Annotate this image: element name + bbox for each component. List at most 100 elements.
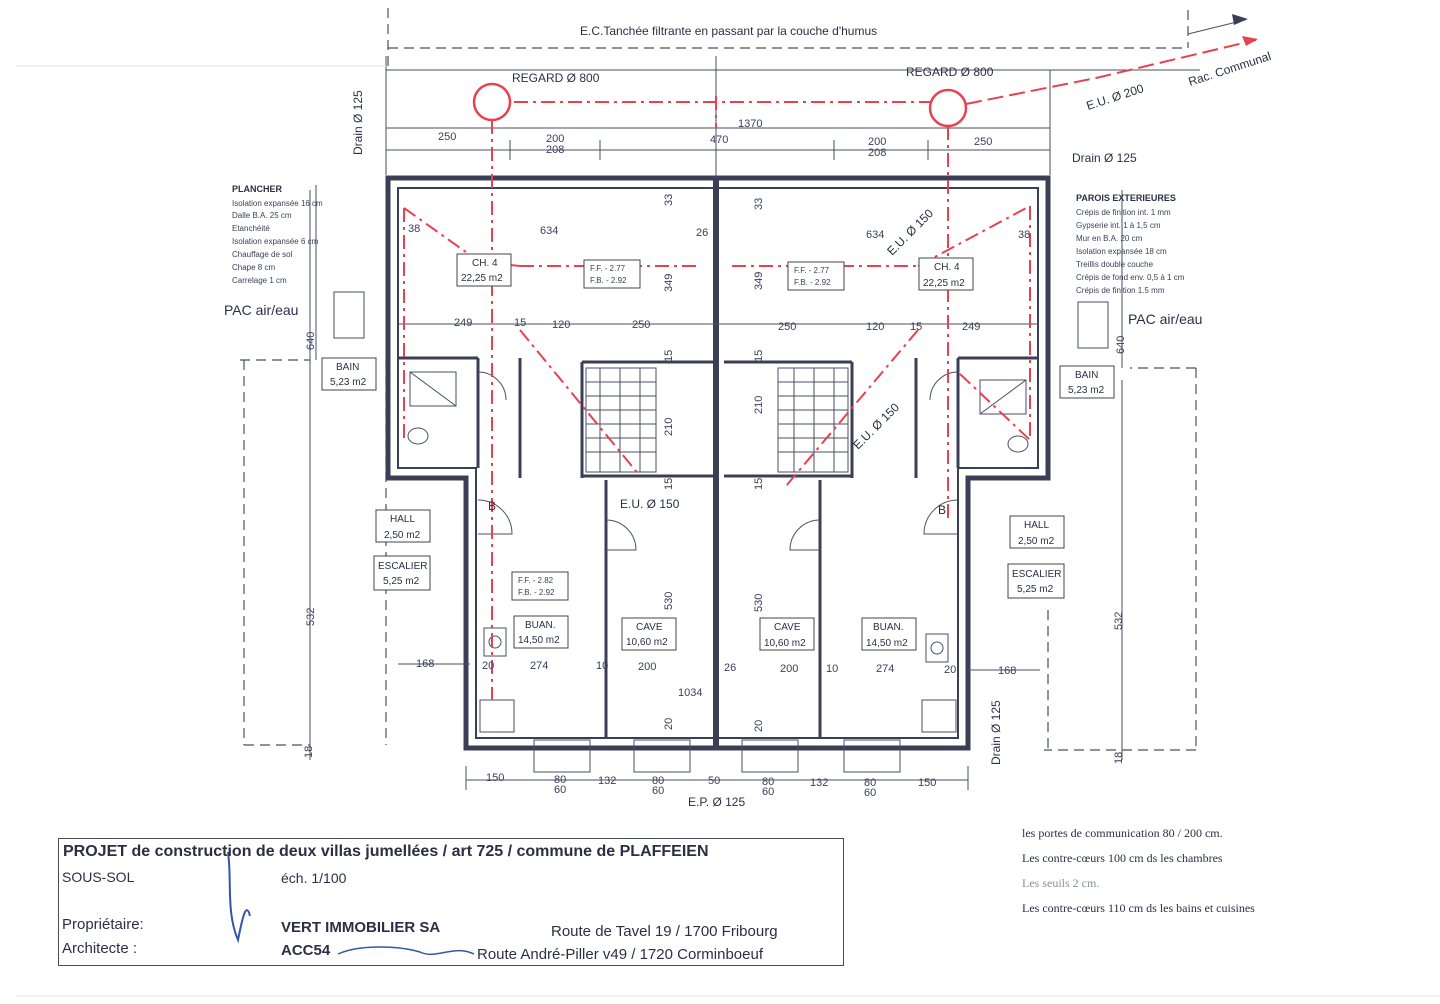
note-line: Les contre-cœurs 100 cm ds les chambres	[1022, 851, 1223, 865]
dim: 250	[438, 131, 456, 143]
floor-level: F.F. - 2.77	[590, 264, 626, 273]
site-frame	[16, 8, 1440, 997]
dim: 80	[864, 777, 876, 789]
note-line: les portes de communication 80 / 200 cm.	[1022, 826, 1223, 840]
room-name: BUAN.	[525, 620, 556, 631]
dim: 80	[652, 775, 664, 787]
manhole-right-label: REGARD Ø 800	[906, 65, 994, 79]
dim: 250	[778, 321, 796, 333]
dim: 15	[663, 478, 675, 490]
drain-left-label: Drain Ø 125	[351, 90, 365, 155]
mark-b: B	[488, 499, 496, 513]
parois-title: PAROIS EXTERIEURES	[1076, 193, 1176, 203]
note-line: Les contre-cœurs 110 cm ds les bains et …	[1022, 901, 1255, 915]
plancher-line: Chauffage de sol	[232, 250, 293, 259]
sewer-main-label: E.U. Ø 200	[1085, 81, 1146, 113]
dim: 532	[1113, 612, 1125, 630]
dim: 80	[762, 776, 774, 788]
dim: 249	[962, 321, 980, 333]
drain-right-top-label: Drain Ø 125	[1072, 151, 1137, 165]
owner-label: Propriétaire:	[62, 916, 144, 933]
note-line: Les seuils 2 cm.	[1022, 876, 1100, 890]
room-area: 14,50 m2	[518, 635, 560, 646]
dim: 200	[868, 136, 886, 148]
communal-connection-label: Rac. Communal	[1187, 49, 1273, 89]
dim: 634	[540, 225, 558, 237]
dim: 60	[762, 786, 774, 798]
dim: 80	[554, 774, 566, 786]
manhole-right-icon	[928, 88, 968, 128]
dim: 132	[810, 777, 828, 789]
room-name: BAIN	[1075, 370, 1098, 381]
dim: 200	[780, 663, 798, 675]
dim: 208	[868, 147, 886, 159]
dim: 38	[1018, 229, 1030, 241]
dim: 274	[530, 660, 548, 672]
dim: 15	[753, 350, 765, 362]
dim: 33	[753, 198, 765, 210]
room-name: CAVE	[636, 622, 663, 633]
owner-name: VERT IMMOBILIER SA	[281, 919, 441, 936]
dim: 532	[305, 608, 317, 626]
dim: 200	[546, 133, 564, 145]
architect-name: ACC54	[281, 942, 331, 959]
dim: 120	[552, 319, 570, 331]
room-name: BUAN.	[873, 622, 904, 633]
dim: 38	[408, 223, 420, 235]
room-name: CH. 4	[472, 258, 498, 269]
room-area: 2,50 m2	[1018, 536, 1055, 547]
dim: 210	[663, 418, 675, 436]
plancher-note: PLANCHER Isolation expansée 16 cm Dalle …	[232, 184, 323, 285]
manhole-left-icon	[472, 82, 512, 122]
dim: 18	[1113, 752, 1125, 764]
staircase-right	[777, 367, 849, 473]
room-area: 22,25 m2	[923, 278, 965, 289]
parois-line: Isolation expansée 18 cm	[1076, 247, 1167, 256]
dim: 132	[598, 775, 616, 787]
room-area: 14,50 m2	[866, 638, 908, 649]
dim: 250	[632, 319, 650, 331]
dim: 60	[554, 784, 566, 796]
plancher-line: Dalle B.A. 25 cm	[232, 211, 292, 220]
parois-line: Gypserie int. 1 à 1,5 cm	[1076, 221, 1161, 230]
building-walls	[333, 175, 1109, 773]
dim: 20	[482, 660, 494, 672]
dim: 640	[1115, 336, 1127, 354]
dim: 150	[486, 772, 504, 784]
dim: 1370	[738, 118, 762, 130]
dim: 250	[974, 136, 992, 148]
dim: 349	[663, 274, 675, 292]
dim: 60	[652, 785, 664, 797]
parois-line: Mur en B.A. 20 cm	[1076, 234, 1143, 243]
dim: 26	[696, 227, 708, 239]
project-title: PROJET de construction de deux villas ju…	[63, 843, 709, 860]
signature-mark	[337, 946, 475, 956]
dim: 15	[514, 317, 526, 329]
plancher-line: Etanchéité	[232, 224, 270, 233]
general-notes: les portes de communication 80 / 200 cm.…	[1022, 826, 1422, 926]
room-name: ESCALIER	[1012, 569, 1061, 580]
dim: 1034	[678, 687, 702, 699]
room-name: ESCALIER	[378, 561, 427, 572]
dim: 530	[663, 592, 675, 610]
pac-right-label: PAC air/eau	[1128, 311, 1202, 327]
floor-level: F.F. - 2.77	[794, 266, 830, 275]
room-name: CAVE	[774, 622, 801, 633]
staircase-left	[585, 367, 657, 473]
room-area: 22,25 m2	[461, 273, 503, 284]
dim: 640	[305, 332, 317, 350]
dim: 18	[303, 746, 315, 758]
dim: 120	[866, 321, 884, 333]
floor-level: F.B. - 2.92	[794, 278, 831, 287]
room-name: HALL	[390, 514, 415, 525]
room-area: 5,25 m2	[383, 576, 420, 587]
parois-line: Crépis de fond env. 0,5 à 1 cm	[1076, 273, 1185, 282]
parois-line: Treillis double couche	[1076, 260, 1154, 269]
title-block: PROJET de construction de deux villas ju…	[58, 838, 844, 966]
floor-level: F.B. - 2.92	[518, 588, 555, 597]
dim: 168	[416, 658, 434, 670]
dim: 33	[663, 194, 675, 206]
plancher-line: Carrelage 1 cm	[232, 276, 287, 285]
dim: 530	[753, 594, 765, 612]
